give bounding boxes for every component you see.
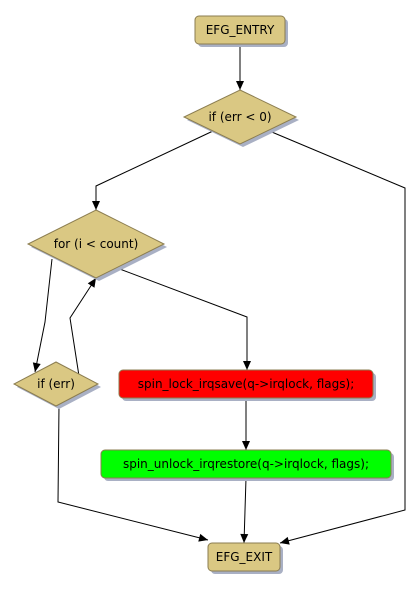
node-label: for (i < count) <box>54 237 139 251</box>
arrowhead-icon <box>32 362 41 372</box>
edge-entry-to-cond_err_lt0 <box>236 44 244 90</box>
edge-cond_err_lt0-to-loop <box>92 130 214 210</box>
node-label: if (err) <box>37 377 75 391</box>
edge-lock-to-unlock <box>242 398 250 450</box>
node-loop: for (i < count) <box>26 209 167 281</box>
node-cond-err: if (err) <box>12 361 101 409</box>
arrowhead-icon <box>236 81 244 90</box>
edge-loop-to-lock <box>116 267 251 370</box>
edge-cond_err-to-loop <box>69 277 97 377</box>
node-label: spin_lock_irqsave(q->irqlock, flags); <box>138 377 355 391</box>
arrowhead-icon <box>198 533 208 542</box>
edge-cond_err-to-exit <box>57 404 209 542</box>
node-label: EFG_EXIT <box>216 550 273 564</box>
edges-layer <box>32 44 406 545</box>
node-entry: EFG_ENTRY <box>194 15 288 47</box>
edge-unlock-to-exit <box>240 477 249 544</box>
edge-loop-to-cond_err <box>32 258 53 373</box>
node-exit: EFG_EXIT <box>207 542 283 574</box>
arrowhead-icon <box>242 441 250 450</box>
arrowhead-icon <box>243 361 251 370</box>
node-label: if (err < 0) <box>208 110 271 124</box>
node-cond-err-lt0: if (err < 0) <box>182 89 299 147</box>
node-label: EFG_ENTRY <box>206 23 275 37</box>
edge-cond_err_lt0-to-exit <box>266 129 406 545</box>
node-label: spin_unlock_irqrestore(q->irqlock, flags… <box>123 457 369 471</box>
node-lock: spin_lock_irqsave(q->irqlock, flags); <box>118 369 376 401</box>
arrowhead-icon <box>92 201 100 210</box>
arrowhead-icon <box>87 278 96 288</box>
arrowhead-icon <box>240 533 249 543</box>
node-unlock: spin_unlock_irqrestore(q->irqlock, flags… <box>100 449 394 481</box>
arrowhead-icon <box>280 536 290 545</box>
